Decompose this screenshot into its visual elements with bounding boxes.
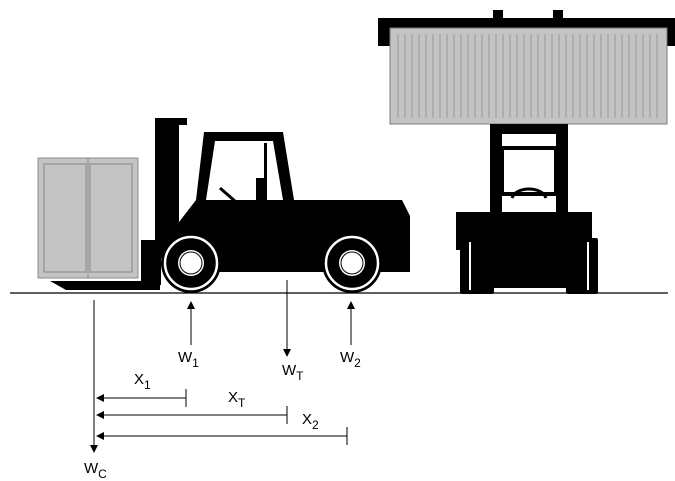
- side-cab-frame: [196, 132, 294, 200]
- front-mast-right: [556, 134, 568, 224]
- side-mast: [155, 118, 179, 258]
- spreader-hook-left: [493, 10, 503, 22]
- front-wheel-left-inner: [480, 238, 494, 294]
- front-wheel-icon: [161, 233, 221, 293]
- front-steering-wheel: [510, 187, 548, 199]
- side-cab-pillar: [264, 143, 267, 200]
- forklift-side-icon: [50, 118, 410, 293]
- crate-icon: [37, 157, 139, 279]
- crate-panel-left: [43, 163, 87, 273]
- rear-wheel-icon: [322, 233, 382, 293]
- forklift-front-icon: [456, 124, 598, 294]
- crate-panel-right: [89, 163, 133, 273]
- side-fork-carriage: [141, 240, 161, 285]
- front-cab-frame: [500, 146, 558, 196]
- spreader-hook-right: [553, 10, 563, 22]
- label-w1: W1: [178, 349, 199, 370]
- side-seat: [256, 178, 264, 202]
- front-carriage: [490, 124, 568, 134]
- container-body: [389, 27, 668, 125]
- container-ribs: [397, 34, 658, 118]
- front-mast-left: [490, 134, 502, 224]
- shipping-container-icon: [378, 10, 675, 125]
- label-xt: XT: [228, 389, 246, 410]
- label-wt: WT: [282, 362, 304, 383]
- side-mast-top: [155, 118, 187, 125]
- label-x1: X1: [134, 371, 151, 392]
- label-w2: W2: [340, 349, 361, 370]
- side-steering: [219, 186, 237, 204]
- label-wc: WC: [84, 460, 107, 481]
- label-x2: X2: [302, 411, 319, 432]
- side-forks: [50, 281, 160, 290]
